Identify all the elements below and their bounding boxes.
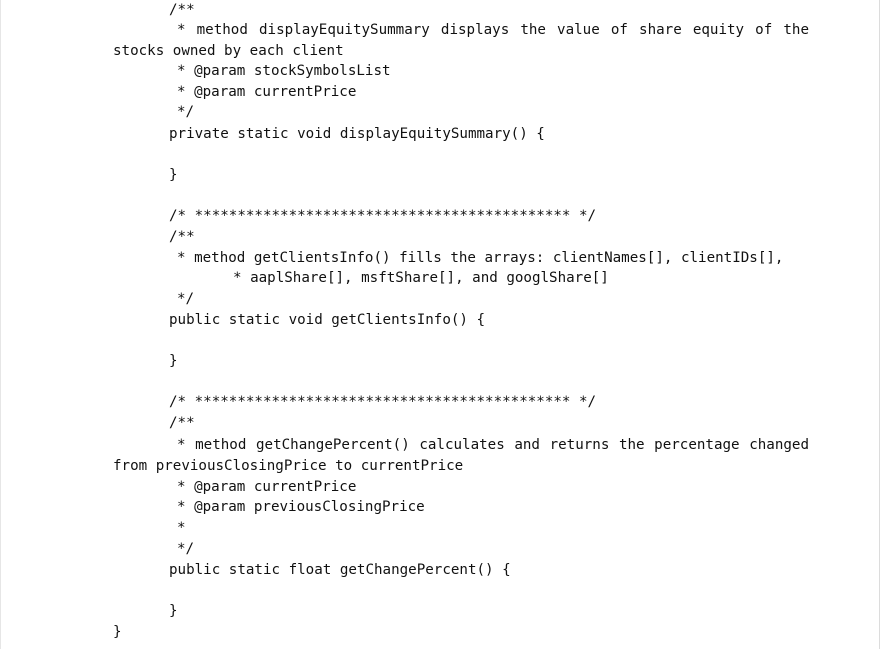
code-line: /* *************************************… bbox=[169, 208, 597, 224]
code-line: } bbox=[169, 353, 178, 369]
code-line: * @param previousClosingPrice bbox=[177, 499, 425, 515]
code-line: * method getChangePercent() calculates a… bbox=[177, 437, 809, 453]
code-line: */ bbox=[177, 291, 195, 307]
code-line: private static void displayEquitySummary… bbox=[169, 126, 545, 142]
code-line: from previousClosingPrice to currentPric… bbox=[113, 458, 464, 474]
code-line: public static void getClientsInfo() { bbox=[169, 312, 486, 328]
code-line: /** bbox=[169, 2, 195, 18]
code-line: } bbox=[169, 167, 178, 183]
code-line: public static float getChangePercent() { bbox=[169, 562, 511, 578]
code-line: */ bbox=[177, 541, 195, 557]
code-line: * @param currentPrice bbox=[177, 479, 357, 495]
code-line: /** bbox=[169, 229, 195, 245]
code-line: } bbox=[113, 624, 122, 640]
code-line: * bbox=[177, 520, 186, 536]
code-line: } bbox=[169, 603, 178, 619]
code-line: /** bbox=[169, 415, 195, 431]
code-line: * @param stockSymbolsList bbox=[177, 63, 391, 79]
code-line: stocks owned by each client bbox=[113, 43, 344, 59]
code-line: /* *************************************… bbox=[169, 394, 597, 410]
code-line: * @param currentPrice bbox=[177, 84, 357, 100]
code-line: * method getClientsInfo() fills the arra… bbox=[177, 250, 784, 266]
code-line: * aaplShare[], msftShare[], and googlSha… bbox=[233, 270, 609, 286]
code-line: * method displayEquitySummary displays t… bbox=[177, 22, 809, 38]
code-line: */ bbox=[177, 104, 195, 120]
